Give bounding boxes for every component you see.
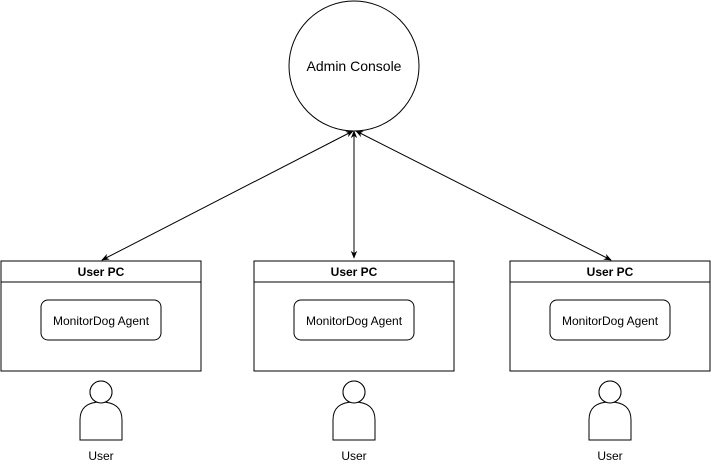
user-icon	[79, 380, 123, 441]
agent-label: MonitorDog Agent	[562, 314, 659, 328]
user-pc-1: User PC MonitorDog Agent	[0, 260, 202, 372]
admin-console-node: Admin Console	[288, 0, 420, 132]
user-label: User	[597, 449, 622, 463]
connector-admin-pc-1	[101, 130, 354, 261]
user-pc-3: User PC MonitorDog Agent	[509, 260, 711, 372]
connector-admin-pc-3	[355, 130, 612, 261]
user-label: User	[88, 449, 113, 463]
monitordog-agent-box	[549, 299, 671, 341]
agent-label: MonitorDog Agent	[306, 314, 403, 328]
monitordog-agent-box	[293, 299, 415, 341]
user-pc-2: User PC MonitorDog Agent	[253, 260, 455, 372]
pc-header: User PC	[331, 265, 378, 279]
pc-header: User PC	[78, 265, 125, 279]
admin-console-label: Admin Console	[307, 58, 402, 74]
user-icon	[588, 380, 632, 441]
monitordog-agent-box	[40, 299, 162, 341]
pc-header: User PC	[587, 265, 634, 279]
user-label: User	[341, 449, 366, 463]
agent-label: MonitorDog Agent	[53, 314, 150, 328]
user-icon	[332, 380, 376, 441]
